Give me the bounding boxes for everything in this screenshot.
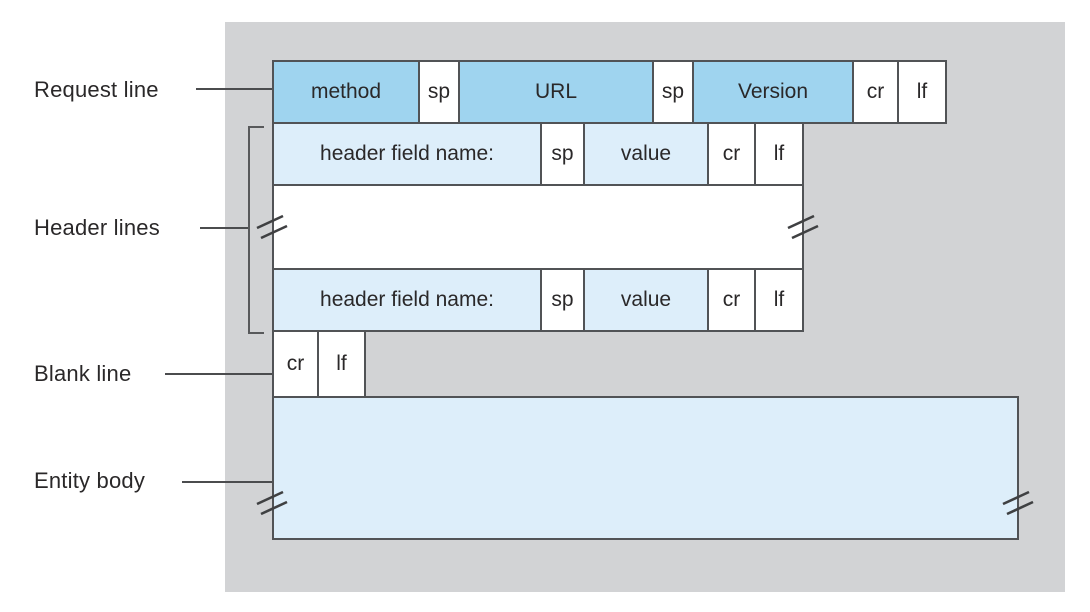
cell-header-field-name: header field name:	[272, 268, 542, 332]
label-request-line: Request line	[34, 77, 159, 102]
cell-cr: cr	[707, 122, 756, 186]
cell-lf: lf	[754, 122, 804, 186]
header-lines-bracket	[248, 126, 264, 334]
cell-cr: cr	[707, 268, 756, 332]
cell-version: Version	[692, 60, 854, 124]
cell-cr: cr	[852, 60, 899, 124]
cell-sp: sp	[652, 60, 694, 124]
leader-line-entity	[182, 481, 272, 483]
entity-body-box	[272, 396, 1019, 540]
cell-sp: sp	[540, 122, 585, 186]
cell-value: value	[583, 122, 709, 186]
cell-value: value	[583, 268, 709, 332]
break-marks-entity-right	[1002, 490, 1034, 516]
label-entity-body: Entity body	[34, 468, 146, 493]
break-marks-entity-left	[256, 490, 288, 516]
label-blank-line: Blank line	[34, 361, 132, 386]
cell-sp: sp	[418, 60, 460, 124]
cell-sp: sp	[540, 268, 585, 332]
cell-cr: cr	[272, 330, 319, 398]
leader-line-header	[200, 227, 250, 229]
label-header-lines: Header lines	[34, 215, 160, 240]
cell-lf: lf	[897, 60, 947, 124]
cell-url: URL	[458, 60, 654, 124]
break-marks-header-left	[256, 214, 288, 240]
header-line-row-1: header field name: sp value cr lf	[272, 122, 804, 186]
leader-line-blank	[165, 373, 272, 375]
blank-line-row: cr lf	[272, 330, 366, 398]
header-line-row-2: header field name: sp value cr lf	[272, 268, 804, 332]
request-line-row: method sp URL sp Version cr lf	[272, 60, 947, 124]
leader-line-request	[196, 88, 272, 90]
cell-lf: lf	[754, 268, 804, 332]
break-marks-header-right	[787, 214, 819, 240]
cell-lf: lf	[317, 330, 366, 398]
header-lines-continuation-box	[272, 184, 804, 270]
cell-header-field-name: header field name:	[272, 122, 542, 186]
cell-method: method	[272, 60, 420, 124]
